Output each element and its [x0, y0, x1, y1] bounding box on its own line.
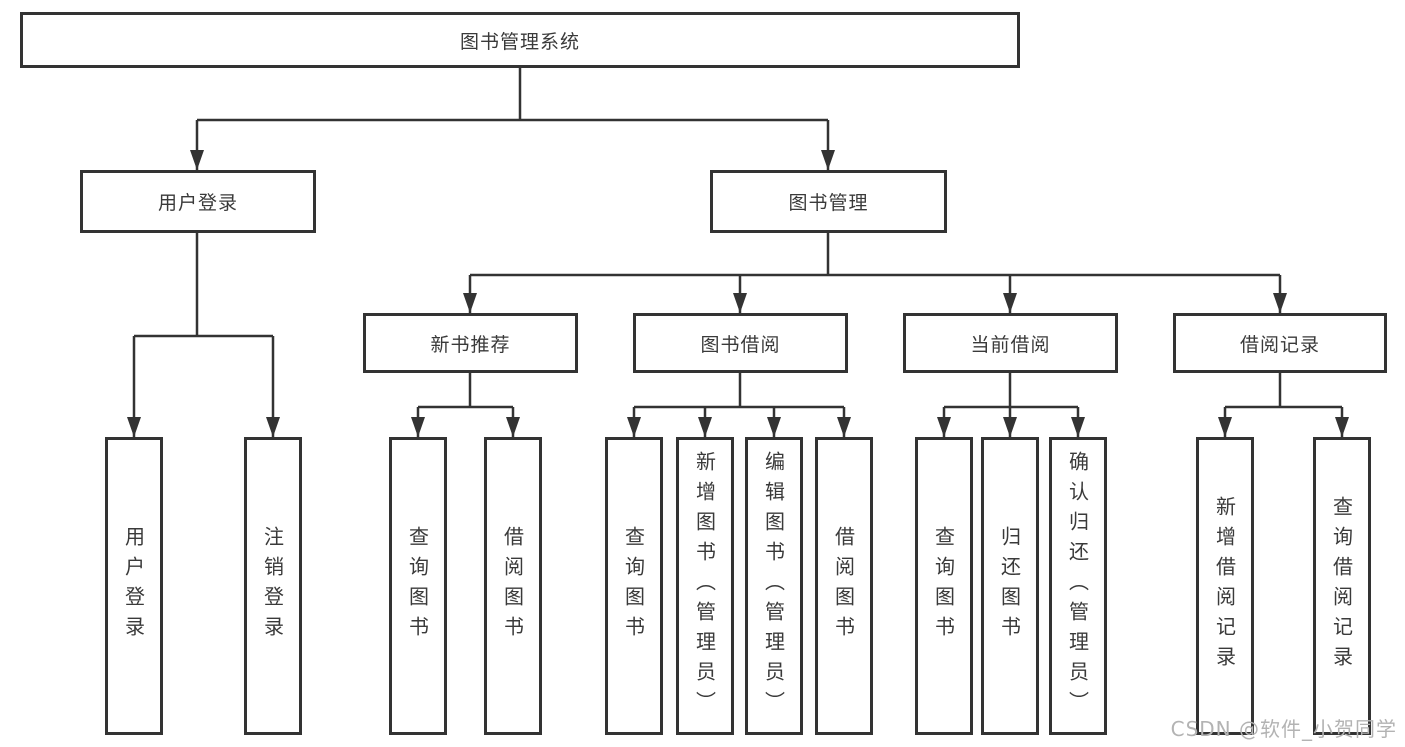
leaf-add-books-admin-label: 新增图书（管理员） [692, 451, 717, 721]
leaf-user-login: 用户登录 [105, 437, 163, 735]
leaf-query-books-3: 查询图书 [915, 437, 973, 735]
connector-root-to-level2 [190, 68, 835, 170]
node-current-borrowing-label: 当前借阅 [970, 333, 1051, 356]
leaf-add-borrow-record-label: 新增借阅记录 [1212, 496, 1237, 676]
leaf-query-borrow-record-label: 查询借阅记录 [1329, 496, 1354, 676]
connector-current-borrow-to-leaves [937, 373, 1085, 437]
connector-book-mgmt-to-level3 [463, 233, 1287, 313]
node-book-borrowing: 图书借阅 [633, 313, 848, 373]
node-borrowing-records: 借阅记录 [1173, 313, 1387, 373]
leaf-user-login-label: 用户登录 [121, 526, 146, 646]
leaf-query-books-3-label: 查询图书 [931, 526, 956, 646]
connector-borrow-records-to-leaves [1218, 373, 1349, 437]
connector-user-login-to-leaves [127, 233, 280, 437]
node-current-borrowing: 当前借阅 [903, 313, 1118, 373]
leaf-query-books-2: 查询图书 [605, 437, 663, 735]
leaf-query-borrow-record: 查询借阅记录 [1313, 437, 1371, 735]
connector-new-books-to-leaves [411, 373, 520, 437]
leaf-query-books-1: 查询图书 [389, 437, 447, 735]
leaf-query-books-1-label: 查询图书 [405, 526, 430, 646]
leaf-add-books-admin: 新增图书（管理员） [676, 437, 734, 735]
leaf-return-books-label: 归还图书 [997, 526, 1022, 646]
leaf-borrow-books-1: 借阅图书 [484, 437, 542, 735]
node-library-system: 图书管理系统 [20, 12, 1020, 68]
leaf-logout-label: 注销登录 [260, 526, 285, 646]
node-library-system-label: 图书管理系统 [459, 30, 580, 53]
node-book-management: 图书管理 [710, 170, 947, 233]
leaf-borrow-books-1-label: 借阅图书 [500, 526, 525, 646]
leaf-edit-books-admin: 编辑图书（管理员） [745, 437, 803, 735]
leaf-confirm-return-admin-label: 确认归还（管理员） [1065, 451, 1090, 721]
leaf-edit-books-admin-label: 编辑图书（管理员） [761, 451, 786, 721]
leaf-query-books-2-label: 查询图书 [621, 526, 646, 646]
node-user-login-label: 用户登录 [157, 192, 238, 214]
node-new-book-recommend: 新书推荐 [363, 313, 578, 373]
leaf-borrow-books-2-label: 借阅图书 [831, 526, 856, 646]
node-borrowing-records-label: 借阅记录 [1239, 333, 1320, 356]
leaf-return-books: 归还图书 [981, 437, 1039, 735]
node-book-management-label: 图书管理 [788, 192, 869, 214]
leaf-confirm-return-admin: 确认归还（管理员） [1049, 437, 1107, 735]
leaf-logout: 注销登录 [244, 437, 302, 735]
node-new-book-recommend-label: 新书推荐 [430, 333, 511, 356]
leaf-borrow-books-2: 借阅图书 [815, 437, 873, 735]
node-user-login: 用户登录 [80, 170, 316, 233]
node-book-borrowing-label: 图书借阅 [700, 333, 781, 356]
leaf-add-borrow-record: 新增借阅记录 [1196, 437, 1254, 735]
connector-book-borrow-to-leaves [627, 373, 851, 437]
